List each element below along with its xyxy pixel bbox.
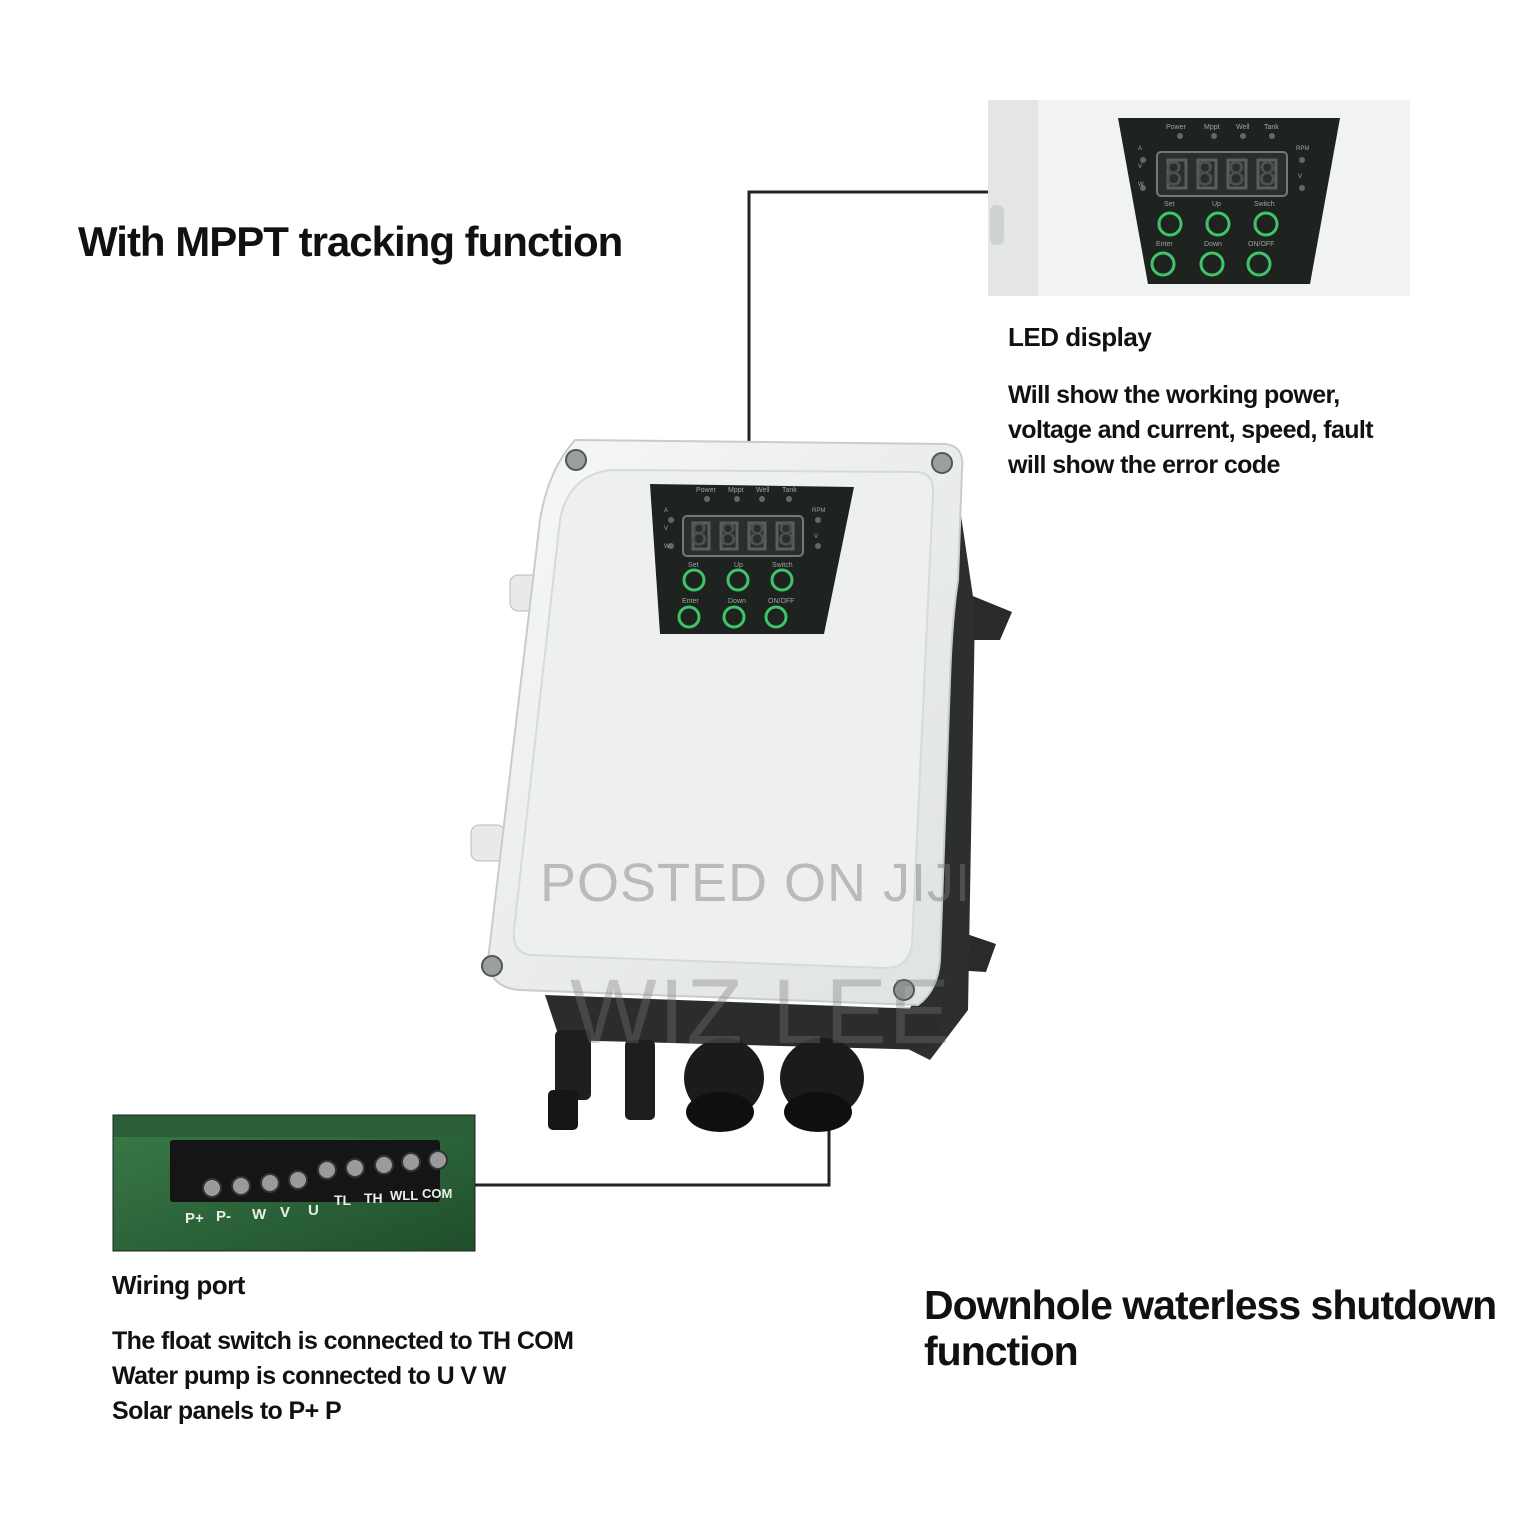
wiring-port-title: Wiring port [112, 1270, 245, 1300]
button-up-label: Up [1212, 201, 1221, 208]
terminal-label: W [252, 1206, 267, 1223]
led-display-description: Will show the working power, voltage and… [1008, 378, 1428, 483]
button-down-label: Down [728, 598, 746, 605]
terminal-label: TL [334, 1192, 352, 1208]
side-label: V [814, 534, 819, 540]
panel-button-labels: Set Up Switch Enter Down ON/OFF [680, 562, 820, 610]
side-label: V [1138, 164, 1143, 170]
side-label: V [1298, 174, 1303, 180]
inset-digit-readout: 8888 [1164, 155, 1290, 193]
control-panel [650, 484, 854, 634]
side-label: RPM [1296, 146, 1310, 152]
controller-enclosure [470, 438, 1012, 1132]
watermark-seller: WIZ LEE [570, 961, 953, 1063]
panel-indicator-labels: Power Mppt Well Tank [690, 487, 830, 497]
side-label: A [664, 508, 669, 514]
button-onoff-label: ON/OFF [1248, 241, 1275, 248]
wiring-desc-line: The float switch is connected to TH COM [112, 1327, 574, 1355]
led-desc-line: Will show the working power, [1008, 381, 1340, 409]
button-set-label: Set [1164, 201, 1175, 208]
button-switch-label: Switch [1254, 201, 1275, 208]
led-display-title: LED display [1008, 322, 1152, 352]
side-label: RPM [812, 508, 826, 514]
mppt-heading: With MPPT tracking function [78, 218, 623, 265]
button-enter-label: Enter [1156, 241, 1173, 248]
wiring-inset-image [112, 1114, 476, 1252]
side-label: W [1138, 182, 1144, 188]
inset-indicator-labels: Power Mppt Well Tank [1164, 124, 1294, 134]
terminal-label: TH [364, 1190, 383, 1206]
panel-side-right-labels: RPM V [812, 508, 836, 548]
terminal-label: P- [216, 1208, 231, 1225]
indicator-mppt-label: Mppt [1204, 124, 1220, 131]
side-label: V [664, 526, 669, 532]
downhole-heading: Downhole waterless shutdown function [924, 1282, 1497, 1374]
panel-side-left-labels: A V W [664, 508, 676, 558]
led-desc-line: voltage and current, speed, fault [1008, 416, 1374, 444]
callout-lines [475, 190, 988, 1187]
inset-side-left-labels: A V W [1138, 146, 1150, 196]
inset-button-labels: Set Up Switch Enter Down ON/OFF [1156, 201, 1296, 249]
indicator-power-label: Power [1166, 124, 1186, 131]
button-down-label: Down [1204, 241, 1222, 248]
led-desc-line: will show the error code [1008, 451, 1280, 479]
inset-side-right-labels: RPM V [1296, 146, 1320, 186]
button-set-label: Set [688, 562, 699, 569]
terminal-labels: P+ P- W V U TL TH WLL COM [180, 1186, 470, 1234]
terminal-label: U [308, 1202, 319, 1219]
button-up-label: Up [734, 562, 743, 569]
button-onoff-label: ON/OFF [768, 598, 795, 605]
wiring-desc-line: Water pump is connected to U V W [112, 1362, 506, 1390]
button-switch-label: Switch [772, 562, 793, 569]
terminal-label: COM [422, 1186, 453, 1201]
indicator-well-label: Well [756, 487, 770, 494]
indicator-power-label: Power [696, 487, 716, 494]
watermark-posted: POSTED ON JIJI [540, 853, 972, 913]
side-label: A [1138, 146, 1143, 152]
terminal-label: V [280, 1204, 291, 1221]
indicator-mppt-label: Mppt [728, 487, 744, 494]
terminal-label: WLL [390, 1188, 419, 1203]
panel-digit-readout: 8888 [690, 518, 807, 553]
wiring-desc-line: Solar panels to P+ P [112, 1397, 342, 1425]
indicator-tank-label: Tank [1264, 124, 1279, 131]
indicator-tank-label: Tank [782, 487, 797, 494]
led-inset-image [988, 100, 1410, 296]
button-enter-label: Enter [682, 598, 699, 605]
terminal-label: P+ [185, 1210, 204, 1227]
wiring-port-description: The float switch is connected to TH COM … [112, 1324, 632, 1429]
side-label: W [664, 544, 670, 550]
indicator-well-label: Well [1236, 124, 1250, 131]
